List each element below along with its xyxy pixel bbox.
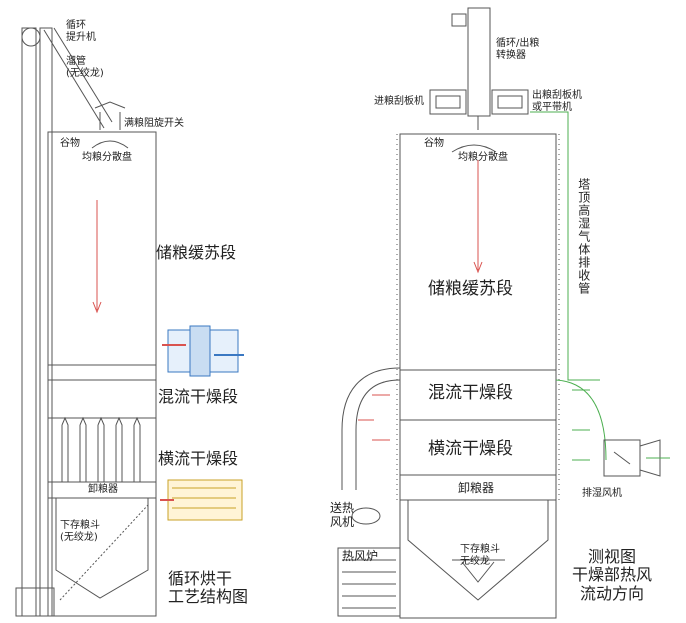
right-grain-label: 谷物	[424, 138, 444, 149]
left-tower	[47, 101, 157, 617]
right-furnace-label: 热风炉	[342, 549, 379, 563]
left-chute	[43, 27, 113, 129]
right-caption: 测视图 干燥部热风 流动方向	[572, 547, 653, 603]
left-storage-label: 储粮缓苏段	[156, 243, 237, 262]
right-mixed-label: 混流干燥段	[428, 383, 513, 403]
right-tower	[396, 133, 560, 619]
right-hopper-label: 下存粮斗 无绞龙	[460, 544, 500, 567]
exhaust-path	[530, 111, 607, 461]
right-top-elevator	[451, 7, 491, 130]
right-scrapers	[429, 89, 529, 115]
right-in-scraper-label: 进粮刮板机	[374, 96, 424, 107]
right-storage-label: 储粮缓苏段	[428, 279, 513, 299]
left-caption: 循环烘干 工艺结构图	[168, 569, 249, 607]
right-cross-label: 横流干燥段	[428, 439, 513, 459]
left-chute-label: 溜管 (无绞龙)	[66, 56, 104, 79]
right-hot-air-arrows	[358, 394, 390, 441]
left-full-switch-label: 满粮阻旋开关	[124, 118, 184, 129]
right-exhaust-pipe-label: 塔顶高湿气体排收管	[576, 178, 591, 295]
right-blower-label: 送热 风机	[330, 501, 355, 529]
left-elevator-label: 循环 提升机	[66, 20, 96, 43]
left-elevator	[15, 27, 55, 617]
left-spreader-label: 均粮分散盘	[82, 152, 132, 163]
right-grain-arrows	[473, 160, 483, 274]
right-unloader-label: 卸粮器	[458, 481, 495, 495]
right-exhaust-arrows	[572, 389, 670, 461]
cross-flow-illustration	[160, 479, 243, 521]
left-grain-label: 谷物	[60, 138, 80, 149]
right-out-scraper-label: 出粮刮板机 或平带机	[532, 90, 582, 113]
left-grain-arrows	[92, 200, 102, 314]
left-unloader-label: 卸粮器	[88, 484, 118, 495]
hot-air-duct	[337, 367, 401, 617]
right-spreader-label: 均粮分散盘	[458, 152, 508, 163]
right-exhaust-fan-label: 排湿风机	[582, 488, 622, 499]
left-mixed-label: 混流干燥段	[158, 387, 239, 406]
left-hopper-label: 下存粮斗 (无绞龙)	[60, 520, 100, 543]
left-cross-label: 横流干燥段	[158, 449, 239, 468]
mixed-flow-illustration	[162, 325, 244, 377]
right-converter-label: 循环/出粮 转换器	[496, 38, 540, 61]
